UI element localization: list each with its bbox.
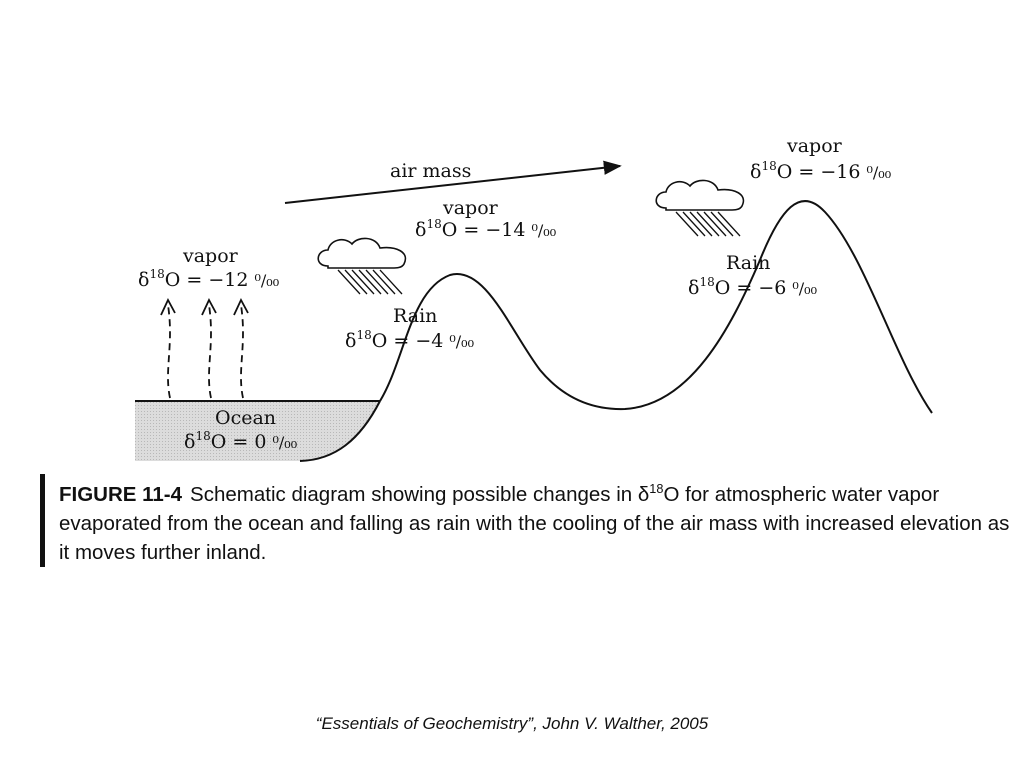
caption-superscript: 18 [649,481,664,496]
rain-hill1-label: Rain [393,305,437,327]
vapor-hill1-value: δ18O = −14 ⁰/₀₀ [415,217,556,241]
vapor-ocean-value: δ18O = −12 ⁰/₀₀ [138,267,279,291]
vapor-hill1-label: vapor [442,197,499,219]
terrain-profile [379,200,933,414]
vapor-ocean-label: vapor [182,245,239,267]
caption-text-part2: O for atmospheric water vapor evaporated… [59,482,1010,564]
cloud-icon [655,179,745,211]
ocean-value: δ18O = 0 ⁰/₀₀ [184,429,297,453]
evaporation-arrow-icon [160,297,249,399]
caption-text-part1: Schematic diagram showing possible chang… [190,482,650,506]
rain-hill2-value: δ18O = −6 ⁰/₀₀ [688,275,817,299]
ocean-shore-curve [299,400,381,462]
ocean-basin [135,401,380,461]
air-mass-label: air mass [390,160,471,182]
ocean-label: Ocean [215,407,276,429]
citation: “Essentials of Geochemistry”, John V. Wa… [315,714,709,733]
figure-label: FIGURE 11-4 [59,482,183,506]
rain-hill2-label: Rain [726,252,770,274]
air-mass-arrow-icon [284,160,622,204]
rain-hill1-value: δ18O = −4 ⁰/₀₀ [345,328,474,352]
cloud-icon [317,237,407,269]
vapor-hill2-value: δ18O = −16 ⁰/₀₀ [750,159,891,183]
rain-icon [675,211,741,237]
figure-caption: FIGURE 11-4 Schematic diagram showing pos… [40,474,1019,567]
rain-icon [337,269,403,295]
vapor-hill2-label: vapor [786,135,843,157]
isotope-diagram: air mass vapor δ18O = −12 ⁰ [135,135,933,462]
